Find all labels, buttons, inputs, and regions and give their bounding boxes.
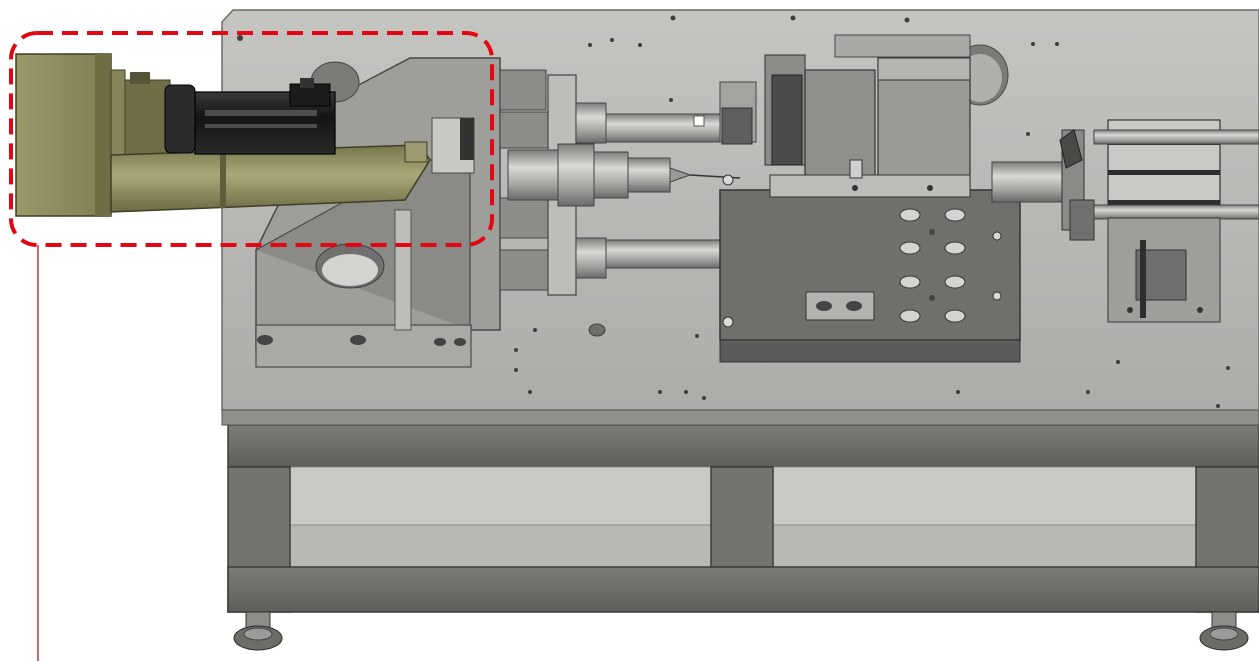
table-frame	[227, 424, 1259, 651]
linear-stage	[719, 81, 1021, 363]
spindle-assembly	[499, 69, 741, 296]
stepper-motor-mount	[764, 34, 971, 198]
pneumatic-clamp-unit	[991, 119, 1259, 323]
leveling-foot-right	[1199, 611, 1249, 651]
servo-gearbox	[15, 53, 431, 217]
callout-highlight	[9, 31, 494, 661]
leveling-foot-left	[233, 611, 283, 651]
servo-motor	[164, 78, 336, 155]
